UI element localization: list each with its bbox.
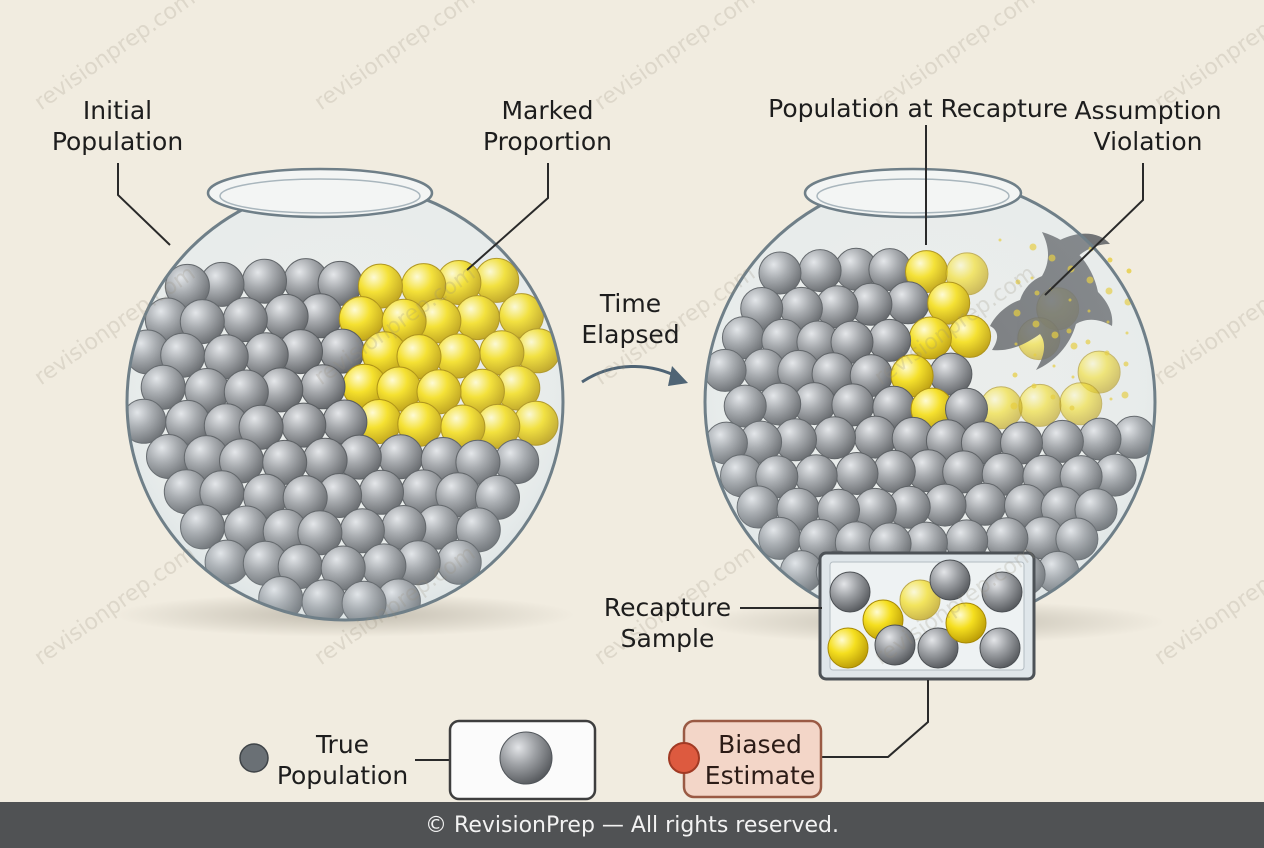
label-initial-population: Initial Population <box>51 96 184 156</box>
marked-sphere <box>899 579 941 621</box>
label-population-at-recapture: Population at Recapture <box>768 94 1068 123</box>
marked-sphere <box>945 602 987 644</box>
red-dot-icon <box>668 742 700 774</box>
label-time-elapsed: Time Elapsed <box>581 289 680 349</box>
label-assumption-violation: Assumption Violation <box>1074 96 1222 156</box>
curved-arrow-icon <box>581 364 688 386</box>
leader-marked-proportion <box>466 163 549 271</box>
particle <box>1126 268 1132 274</box>
grey-sphere-icon <box>499 731 553 785</box>
left-bowl <box>125 167 565 622</box>
leader-initial-population <box>117 163 171 246</box>
right-bowl <box>703 167 1157 629</box>
unmarked-sphere <box>979 627 1021 669</box>
label-biased-estimate: Biased Estimate <box>704 730 816 790</box>
grey-dot-icon <box>239 743 269 773</box>
unmarked-sphere <box>981 571 1023 613</box>
recapture-sample-spheres <box>827 559 1023 669</box>
leader-assumption-violation <box>1044 163 1144 296</box>
unmarked-sphere <box>874 624 916 666</box>
particle <box>1107 257 1113 263</box>
marked-sphere <box>827 627 869 669</box>
leader-lines <box>117 125 1144 761</box>
leader-biased-estimate <box>822 680 929 758</box>
left-bowl-rim <box>206 167 434 219</box>
unmarked-sphere <box>829 571 871 613</box>
label-true-population: True Population <box>276 730 409 790</box>
right-bowl-rim <box>803 167 1023 219</box>
footer-bar: © RevisionPrep — All rights reserved. <box>0 802 1264 848</box>
footer-copyright: © RevisionPrep — All rights reserved. <box>425 812 839 838</box>
legend-box-true-population <box>448 719 597 801</box>
unmarked-sphere <box>929 559 971 601</box>
recapture-sample-box <box>818 551 1036 681</box>
biased-estimate-box <box>668 719 823 799</box>
unmarked-sphere <box>917 627 959 669</box>
label-recapture-sample: Recapture Sample <box>603 593 732 653</box>
left-bowl-glass <box>125 182 565 622</box>
label-marked-proportion: Marked Proportion <box>483 96 612 156</box>
